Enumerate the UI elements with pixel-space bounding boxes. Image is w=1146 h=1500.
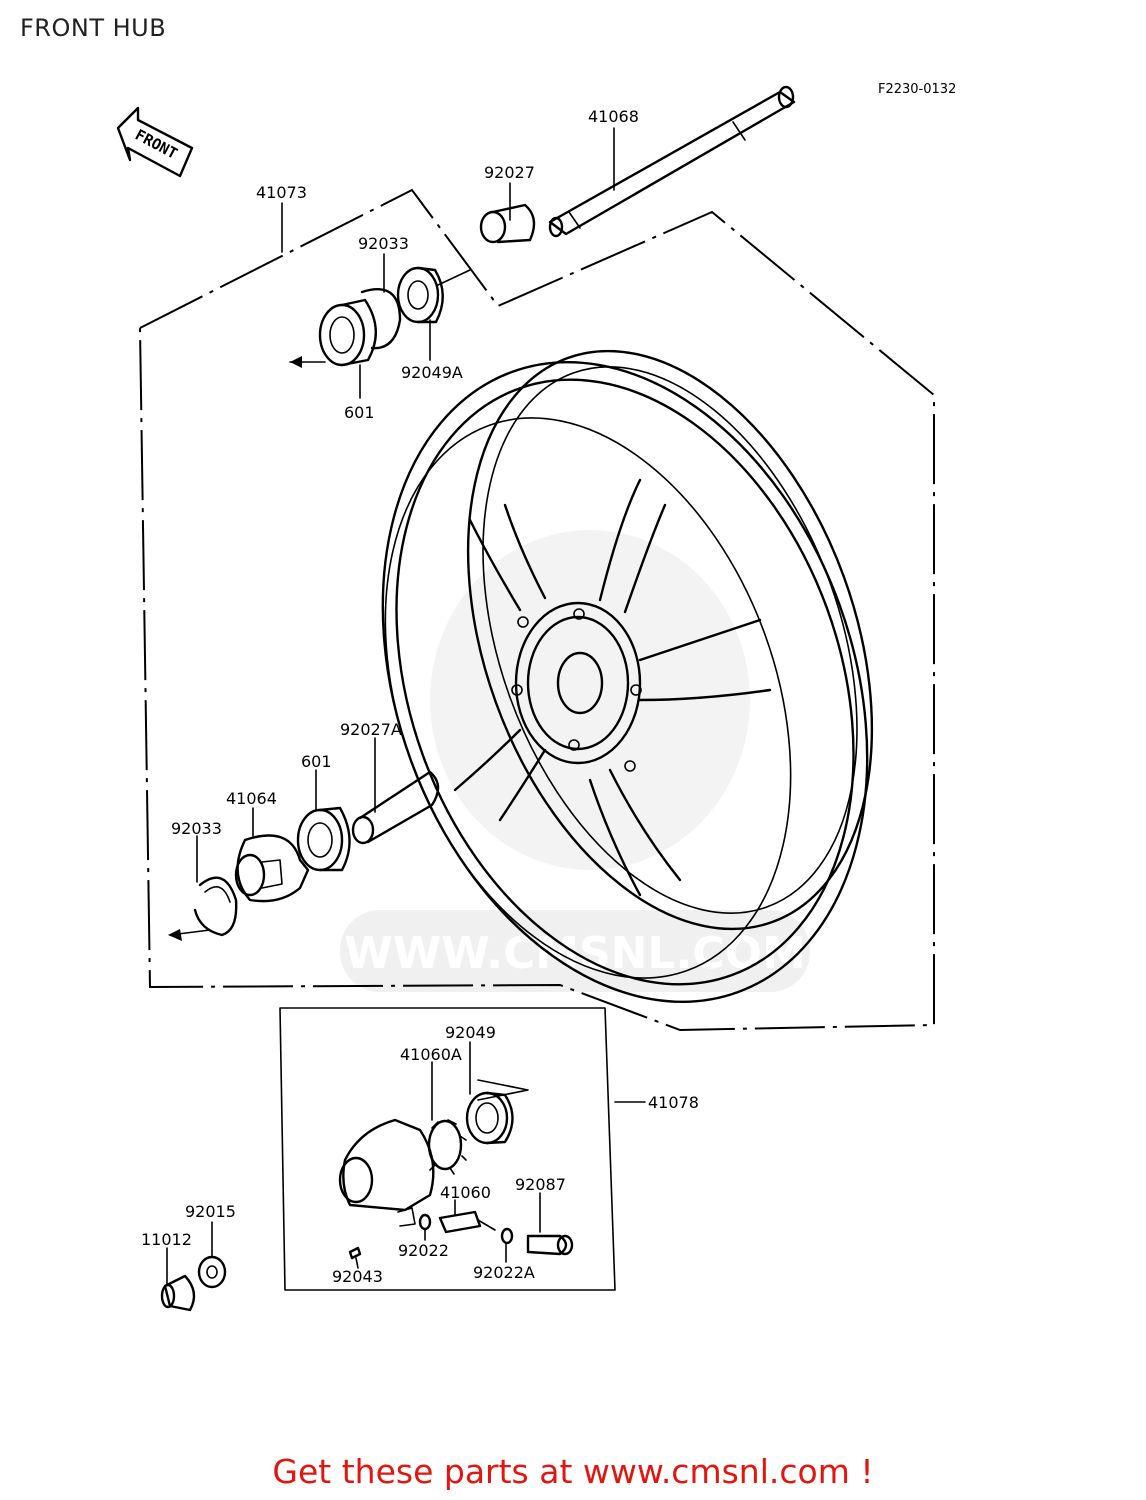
label-gear-drive: 41060A [400, 1045, 462, 1064]
label-oil-seal-gear: 92049 [445, 1023, 496, 1042]
label-axle: 41068 [588, 107, 639, 126]
gear-pinion-group [348, 1210, 574, 1260]
label-gearbox-assy: 41078 [648, 1093, 699, 1112]
front-axle [548, 85, 796, 238]
leader-lines [166, 127, 615, 1285]
label-pin: 92043 [332, 1267, 383, 1286]
label-bushing: 92087 [515, 1175, 566, 1194]
lower-bearing [296, 806, 351, 872]
page-title: FRONT HUB [20, 14, 167, 42]
front-arrow-text: FRONT [132, 126, 180, 163]
upper-bearing-group [289, 266, 471, 368]
wheel-assembly-outline [139, 188, 935, 1032]
gearbox-outline [279, 1007, 646, 1291]
lower-circlip [168, 876, 238, 941]
label-washer-a: 92022 [398, 1241, 449, 1260]
label-bearing-top: 601 [344, 403, 375, 422]
watermark: WWW.CMSNL.COM [340, 530, 810, 992]
cap [160, 1274, 196, 1312]
label-circlip-top: 92033 [358, 234, 409, 253]
label-washer-b: 92022A [473, 1263, 535, 1282]
front-arrow-icon: FRONT [116, 106, 194, 178]
part-labels: 41068 92027 41073 92033 92049A 601 92027… [141, 107, 699, 1286]
drive-plate [234, 834, 310, 903]
label-oil-seal-top: 92049A [401, 363, 463, 382]
label-nut: 92015 [185, 1202, 236, 1221]
label-gear-pinion: 41060 [440, 1183, 491, 1202]
cast-wheel [381, 349, 874, 1003]
drive-gear [427, 1119, 467, 1175]
speedometer-gearbox [338, 1118, 435, 1227]
label-wheel-assy: 41073 [256, 183, 307, 202]
inner-collar [351, 770, 440, 845]
label-drive-plate: 41064 [226, 789, 277, 808]
label-cap: 11012 [141, 1230, 192, 1249]
label-bearing-bottom: 601 [301, 752, 332, 771]
cable-nut [197, 1255, 227, 1289]
diagram-code: F2230-0132 [878, 82, 956, 97]
axle-collar [479, 203, 536, 244]
oil-seal [465, 1079, 529, 1145]
cta-link[interactable]: Get these parts at www.cmsnl.com ! [272, 1452, 874, 1491]
label-circlip-bottom: 92033 [171, 819, 222, 838]
label-collar: 92027 [484, 163, 535, 182]
label-collar-inner: 92027A [340, 720, 402, 739]
